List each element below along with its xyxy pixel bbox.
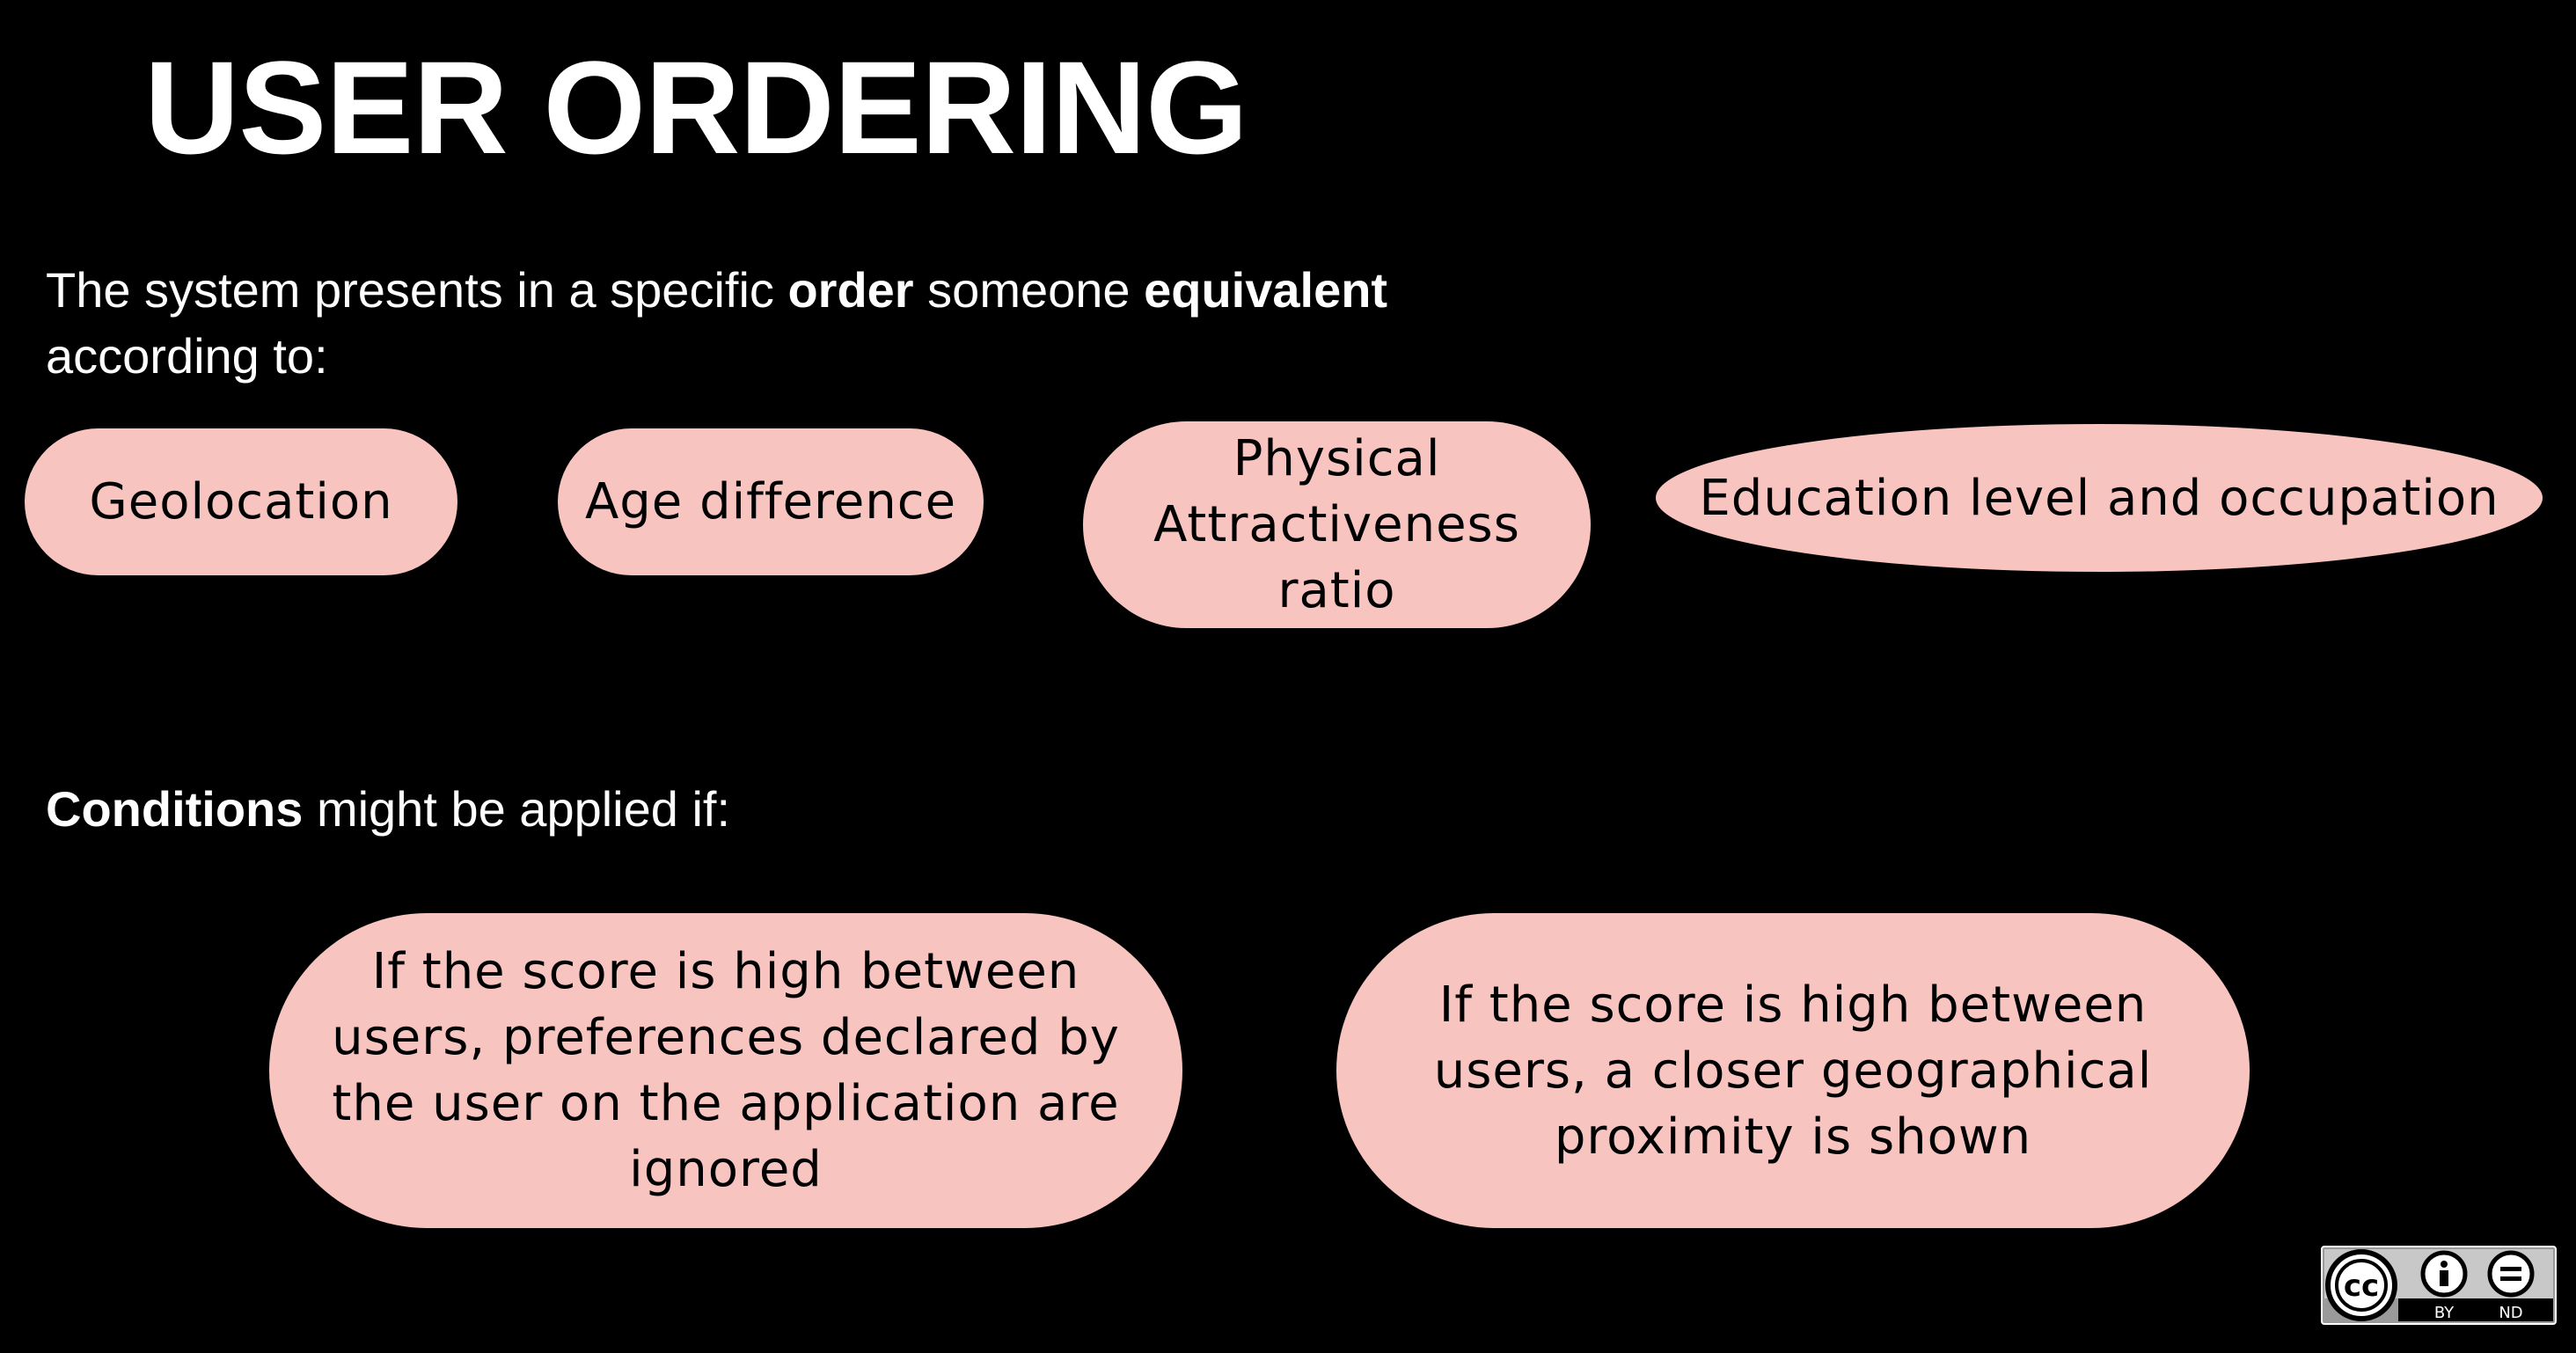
criterion-label: Education level and occupation [1699, 469, 2499, 527]
conditions-heading-bold: Conditions [46, 781, 304, 837]
condition-preferences-ignored: If the score is high between users, pref… [269, 913, 1182, 1228]
condition-label: If the score is high between users, pref… [332, 943, 1120, 1198]
criterion-age-difference: Age difference [558, 428, 984, 575]
page-title: USER ORDERING [144, 33, 1248, 181]
intro-bold-order: order [787, 262, 914, 318]
intro-part-2: someone [913, 262, 1145, 318]
intro-bold-equivalent: equivalent [1144, 262, 1388, 318]
criterion-label: Geolocation [89, 473, 393, 530]
intro-text: The system presents in a specific order … [46, 257, 1541, 389]
criterion-geolocation: Geolocation [25, 428, 457, 575]
license-nd-label: ND [2499, 1304, 2522, 1322]
condition-geographical-proximity: If the score is high between users, a cl… [1336, 913, 2250, 1228]
criterion-label: Age difference [584, 473, 957, 530]
license-by-label: BY [2434, 1304, 2455, 1322]
conditions-heading-rest: might be applied if: [303, 781, 731, 837]
criterion-education-occupation: Education level and occupation [1656, 424, 2543, 572]
conditions-heading: Conditions might be applied if: [46, 776, 730, 842]
svg-text:cc: cc [2344, 1269, 2379, 1304]
creative-commons-by-nd-icon: cc BY ND [2321, 1246, 2557, 1325]
condition-label: If the score is high between users, a cl… [1433, 976, 2153, 1166]
intro-part-1: The system presents in a specific [46, 262, 788, 318]
criterion-label: Physical Attractiveness ratio [1153, 430, 1520, 619]
criterion-physical-attractiveness: Physical Attractiveness ratio [1083, 421, 1591, 628]
intro-part-3: according to: [46, 328, 328, 384]
